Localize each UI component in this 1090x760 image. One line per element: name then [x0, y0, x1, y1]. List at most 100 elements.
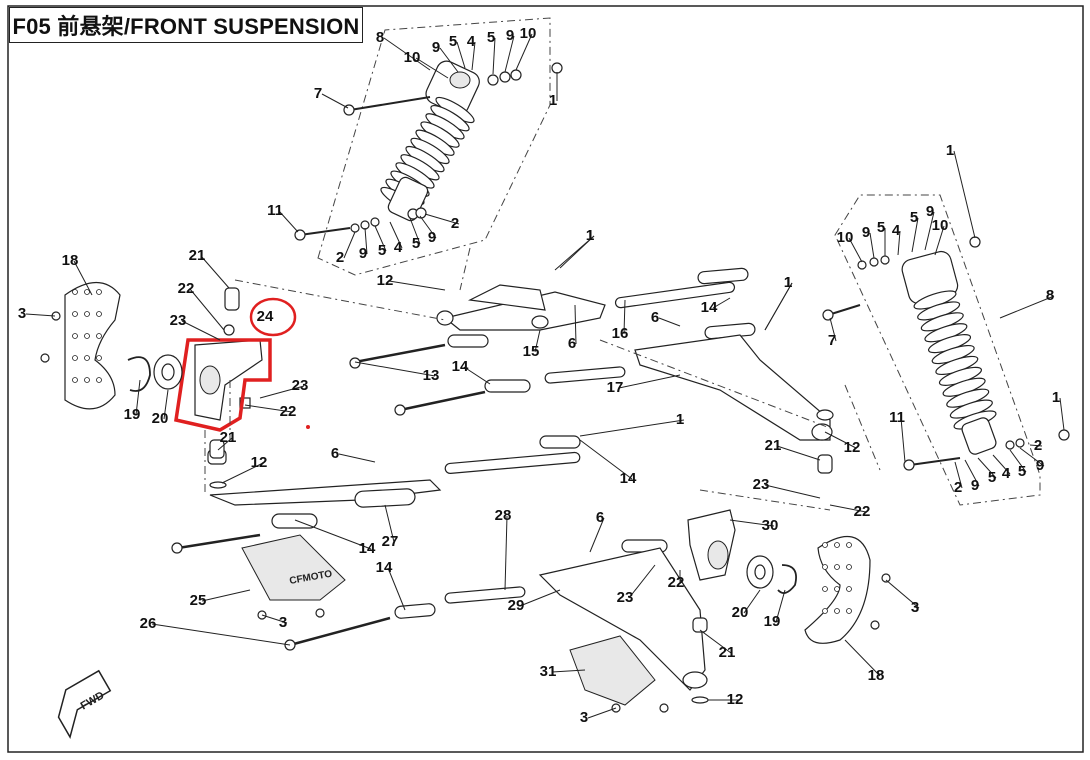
callout-number: 1: [946, 142, 954, 159]
shock-upper-hardware-right: [822, 236, 1070, 471]
callout-c4b: 4: [389, 221, 403, 256]
callout-number: 7: [828, 332, 836, 349]
diagram-title: F05 前悬架/FRONT SUSPENSION: [9, 7, 363, 43]
callout-c9b: 9: [504, 27, 515, 73]
callout-c9e: 9: [862, 224, 875, 259]
callout-number: 1: [586, 227, 594, 244]
fwd-arrow-icon: FWD: [57, 669, 112, 739]
callout-number: 4: [1002, 465, 1011, 482]
leader-line: [844, 639, 881, 677]
leader-line: [321, 93, 349, 109]
leader-line: [388, 280, 446, 291]
callout-c18b: 18: [844, 639, 885, 684]
leader-line: [181, 320, 221, 341]
skid-plate-left: CFMOTO: [241, 534, 346, 601]
callout-number: 6: [596, 509, 604, 526]
callout-number: 18: [62, 252, 79, 269]
disc-hole: [72, 289, 78, 295]
leader-line: [628, 564, 656, 599]
leader-line: [579, 439, 633, 480]
callout-c20b: 20: [732, 589, 761, 621]
leader-line: [911, 217, 919, 253]
pivot-bolt-13a: [354, 343, 446, 364]
disc-hole: [96, 377, 102, 383]
assembly-centerlines: [204, 247, 881, 511]
callout-c2d: 2: [1029, 437, 1042, 454]
callout-c1f: 1: [764, 274, 793, 331]
callout-c14d: 14: [376, 559, 406, 611]
callout-c21c: 21: [765, 437, 821, 461]
callout-c2a: 2: [336, 231, 356, 266]
callout-c22c: 22: [829, 503, 870, 520]
disc-hole: [846, 564, 852, 570]
callout-c21d: 21: [699, 629, 735, 661]
disc-hole: [846, 542, 852, 548]
callout-c21a: 21: [189, 247, 230, 289]
leader-line: [924, 211, 935, 251]
leader-line: [504, 35, 515, 73]
callout-c15: 15: [523, 329, 541, 360]
callout-number: 11: [889, 409, 905, 426]
callout-number: 20: [152, 410, 169, 427]
disc-hole: [84, 333, 90, 339]
leader-line: [389, 221, 403, 249]
callout-c5f: 5: [910, 209, 919, 253]
callout-c6c: 6: [331, 445, 376, 463]
disc-hole: [834, 586, 840, 592]
callout-c9f: 9: [924, 203, 935, 251]
leader-line: [897, 230, 901, 256]
callout-number: 5: [1018, 463, 1026, 480]
leader-line: [775, 589, 786, 623]
callout-c7b: 7: [828, 317, 837, 349]
leader-line: [999, 295, 1055, 319]
shock-upper-hardware-left: [294, 62, 563, 241]
callout-number: 28: [495, 507, 512, 524]
brake-disc-left: [64, 282, 121, 410]
callout-number: 14: [376, 559, 393, 576]
callout-c3b: 3: [261, 614, 287, 631]
callout-number: 5: [988, 469, 996, 486]
leader-line: [764, 484, 821, 499]
leader-line: [551, 669, 586, 673]
callout-number: 2: [1034, 437, 1042, 454]
callout-number: 10: [837, 229, 854, 246]
callout-number: 12: [727, 691, 744, 708]
leader-line: [519, 589, 561, 607]
callout-c2c: 2: [954, 461, 963, 496]
callout-number: 27: [382, 533, 399, 550]
highlight-knuckle-outline: [174, 338, 272, 432]
callout-c30: 30: [729, 517, 778, 534]
disc-hole: [72, 355, 78, 361]
leader-line: [1059, 397, 1065, 431]
callout-c3d: 3: [580, 707, 617, 726]
leader-line: [618, 374, 681, 389]
callout-number: 25: [190, 592, 207, 609]
callout-number: 3: [580, 709, 588, 726]
callout-c1h: 1: [1052, 389, 1065, 431]
callout-number: 9: [1036, 457, 1044, 474]
callout-number: 23: [617, 589, 634, 606]
callout-c10c: 10: [837, 229, 863, 263]
callout-number: 12: [251, 454, 268, 471]
disc-hole: [96, 311, 102, 317]
callout-c5a: 5: [449, 33, 466, 69]
leader-line: [953, 150, 976, 239]
leader-line: [384, 504, 395, 543]
callout-c18a: 18: [62, 252, 93, 296]
callout-number: 5: [910, 209, 918, 226]
callout-number: 18: [868, 667, 885, 684]
leader-line: [589, 517, 605, 553]
leader-line: [364, 227, 368, 255]
leader-line: [492, 37, 496, 75]
leader-line: [439, 47, 459, 73]
leader-line: [900, 417, 906, 463]
callout-number: 14: [452, 358, 469, 375]
callout-c27: 27: [382, 504, 399, 550]
callout-c20a: 20: [152, 389, 169, 427]
callout-number: 15: [523, 343, 540, 360]
callout-number: 6: [331, 445, 339, 462]
disc-hole: [72, 311, 78, 317]
callout-c5c: 5: [374, 225, 387, 259]
callout-c14b: 14: [452, 358, 491, 385]
